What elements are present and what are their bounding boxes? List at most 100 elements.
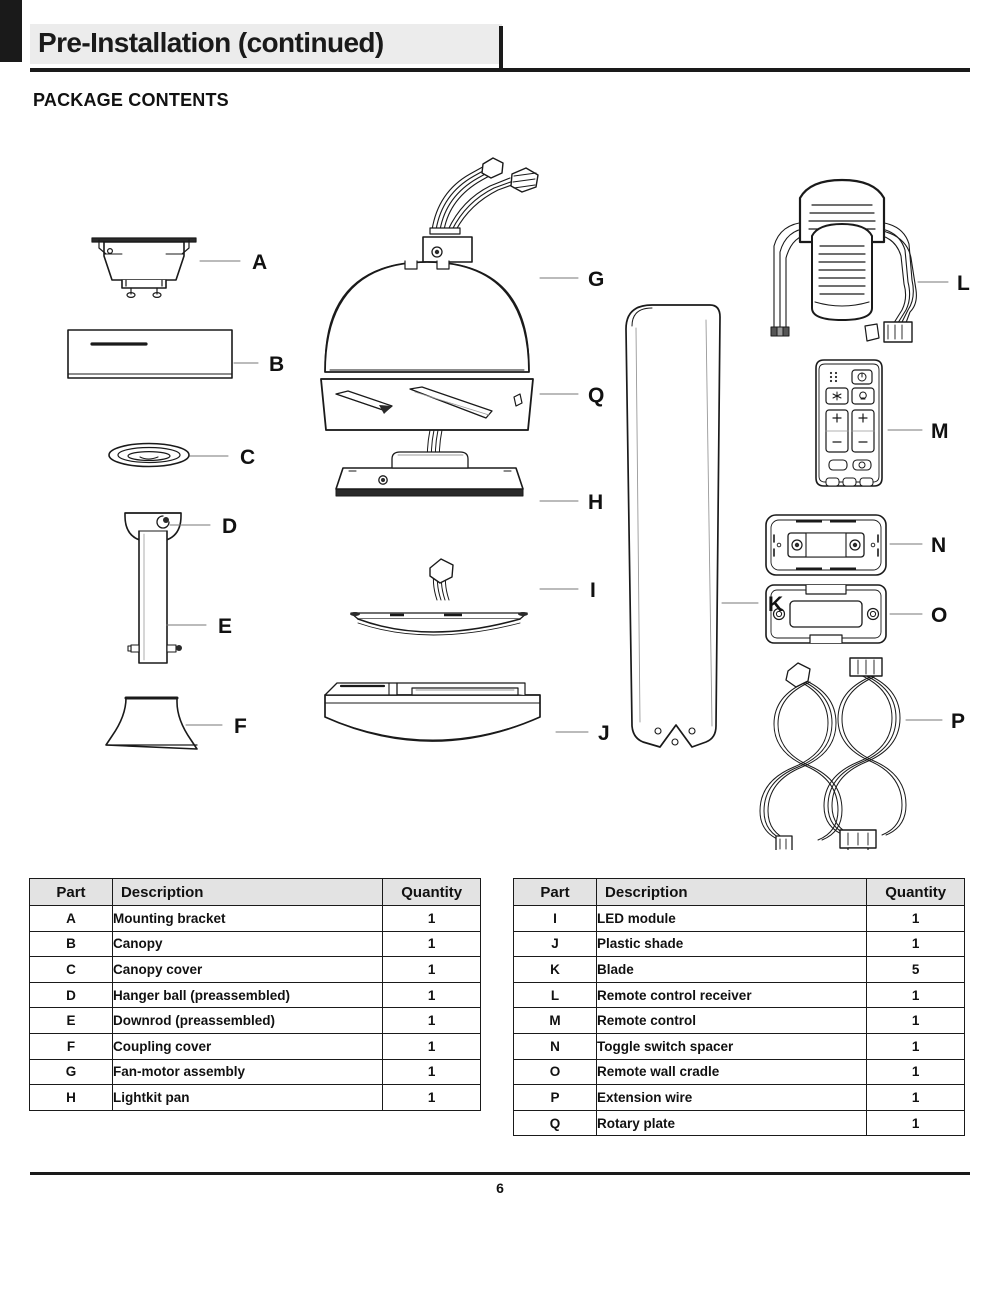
cell-quantity: 1 <box>866 1058 965 1086</box>
column-header-quantity: Quantity <box>382 878 481 906</box>
cell-quantity: 1 <box>382 930 481 958</box>
part-remote-control-receiver-illustration <box>770 178 917 343</box>
part-canopy-cover-illustration <box>108 442 190 468</box>
cell-description: LED module <box>596 905 868 932</box>
footer-rule <box>30 1172 970 1175</box>
cell-description: Lightkit pan <box>111 1084 384 1111</box>
column-header-part: Part <box>29 878 113 906</box>
cell-part: J <box>512 930 598 958</box>
cell-description: Coupling cover <box>111 1032 384 1060</box>
cell-quantity: 1 <box>382 956 481 983</box>
callout-label-f: F <box>234 715 247 738</box>
table-header-row: Part Description Quantity <box>29 878 481 906</box>
callout-label-c: C <box>240 446 256 469</box>
cell-quantity: 1 <box>382 981 481 1009</box>
cell-description: Extension wire <box>596 1084 868 1111</box>
page-edge-tab <box>0 0 22 62</box>
cell-part: I <box>512 905 598 932</box>
cell-quantity: 1 <box>866 930 965 958</box>
cell-quantity: 1 <box>866 1007 965 1034</box>
title-divider <box>499 26 503 70</box>
part-extension-wire-illustration <box>759 657 907 850</box>
cell-description: Remote control <box>596 1007 868 1034</box>
cell-part: K <box>512 956 598 983</box>
cell-part: F <box>29 1032 113 1060</box>
title-highlight-band <box>30 24 502 64</box>
cell-part: O <box>512 1058 598 1086</box>
cell-quantity: 1 <box>866 1032 965 1060</box>
cell-description: Fan-motor assembly <box>111 1058 384 1086</box>
cell-description: Toggle switch spacer <box>596 1032 868 1060</box>
part-coupling-cover-illustration <box>105 696 198 750</box>
section-title: PACKAGE CONTENTS <box>33 90 229 110</box>
part-plastic-shade-illustration <box>324 682 541 742</box>
callout-label-o: O <box>931 604 948 627</box>
part-led-module-illustration <box>350 558 528 636</box>
callout-label-b: B <box>269 353 285 376</box>
callout-label-i: I <box>590 579 596 602</box>
table-header-row: Part Description Quantity <box>512 878 965 906</box>
callout-label-d: D <box>222 515 238 538</box>
part-downrod-illustration <box>127 530 182 664</box>
part-toggle-switch-spacer-illustration <box>765 514 887 576</box>
cell-part: C <box>29 956 113 983</box>
cell-part: Q <box>512 1109 598 1137</box>
cell-part: A <box>29 905 113 932</box>
cell-part: P <box>512 1084 598 1111</box>
cell-quantity: 5 <box>866 956 965 983</box>
cell-quantity: 1 <box>382 1007 481 1034</box>
column-header-part: Part <box>512 878 598 906</box>
part-rotary-plate-illustration <box>320 378 534 485</box>
cell-description: Mounting bracket <box>111 905 384 932</box>
cell-quantity: 1 <box>382 1058 481 1086</box>
cell-description: Canopy <box>111 930 384 958</box>
part-remote-control-illustration <box>815 359 883 487</box>
cell-description: Downrod (preassembled) <box>111 1007 384 1034</box>
cell-description: Canopy cover <box>111 956 384 983</box>
cell-quantity: 1 <box>866 981 965 1009</box>
column-header-quantity: Quantity <box>866 878 965 906</box>
cell-quantity: 1 <box>382 1084 481 1111</box>
callout-label-l: L <box>957 272 970 295</box>
part-fan-motor-assembly-illustration <box>324 157 539 373</box>
callout-label-g: G <box>588 268 605 291</box>
cell-part: D <box>29 981 113 1009</box>
callout-label-m: M <box>931 420 949 443</box>
callout-label-n: N <box>931 534 947 557</box>
part-blade-illustration <box>625 304 721 748</box>
package-contents-diagram: A B C D E F G H I J K L M N O P Q <box>0 130 1000 850</box>
cell-part: H <box>29 1084 113 1111</box>
cell-description: Blade <box>596 956 868 983</box>
header-rule <box>30 68 970 72</box>
cell-quantity: 1 <box>866 1084 965 1111</box>
callout-label-p: P <box>951 710 966 733</box>
part-remote-wall-cradle-illustration <box>765 584 887 644</box>
callout-label-k: K <box>768 593 784 616</box>
cell-part: N <box>512 1032 598 1060</box>
cell-part: E <box>29 1007 113 1034</box>
cell-quantity: 1 <box>866 1109 965 1137</box>
cell-part: B <box>29 930 113 958</box>
column-header-description: Description <box>111 878 384 906</box>
callout-label-q: Q <box>588 384 605 407</box>
part-canopy-illustration <box>67 329 233 379</box>
